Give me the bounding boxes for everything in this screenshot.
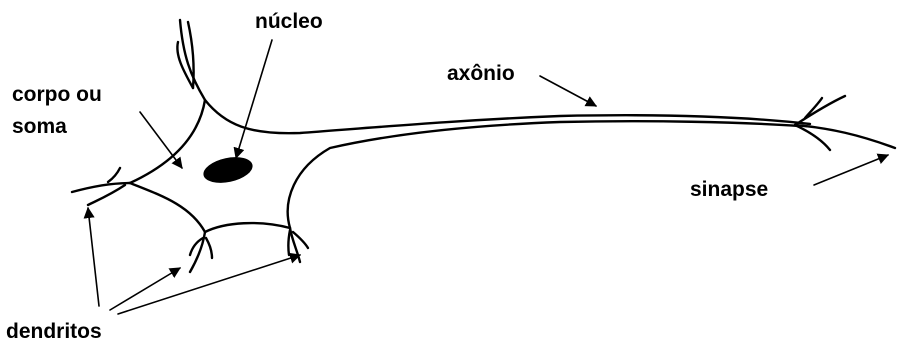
label-corpo-line1: corpo ou xyxy=(12,83,102,106)
dendrite-left-branch-2 xyxy=(106,166,122,184)
soma-right-outline xyxy=(286,120,802,230)
label-axonio: axônio xyxy=(447,62,515,85)
arrow-dendritos-3 xyxy=(117,252,302,315)
axon-terminal-lower xyxy=(793,123,832,152)
annotation-arrows xyxy=(83,39,890,315)
soma-bottom-left-outline xyxy=(128,181,207,234)
soma-left-outline xyxy=(128,98,207,185)
arrow-dendritos-1 xyxy=(83,206,100,307)
label-nucleo: núcleo xyxy=(255,10,323,33)
dendrite-left-branch-1 xyxy=(86,183,127,207)
soma-top-outline xyxy=(178,18,812,135)
arrow-nucleo xyxy=(233,39,273,160)
dendrite-bottom-right-branch-1 xyxy=(287,228,292,257)
dendrite-bottom-center-branch-1 xyxy=(188,236,205,257)
dendrite-bottom-center xyxy=(188,230,207,274)
dendrite-left xyxy=(70,181,132,194)
arrow-axonio xyxy=(539,75,597,107)
neuron-body xyxy=(70,18,897,274)
label-sinapse: sinapse xyxy=(690,178,768,201)
label-corpo-line2: soma xyxy=(12,115,67,138)
arrow-sinapse xyxy=(813,153,890,186)
dendrite-bottom-center-branch-2 xyxy=(204,236,214,260)
arrow-dendritos-2 xyxy=(109,267,181,311)
axon-terminal-upper-2 xyxy=(803,96,824,120)
dendrite-top-left xyxy=(176,40,195,90)
label-dendritos: dendritos xyxy=(6,320,102,343)
nucleus xyxy=(203,157,253,183)
axon-terminal-right xyxy=(793,123,897,150)
dendrite-bottom-right-branch-2 xyxy=(291,230,310,250)
axon-terminal-upper xyxy=(793,94,847,127)
dendrite-top-branch xyxy=(186,20,195,90)
arrow-corpo xyxy=(139,111,183,169)
soma-bottom-outline xyxy=(203,221,292,234)
